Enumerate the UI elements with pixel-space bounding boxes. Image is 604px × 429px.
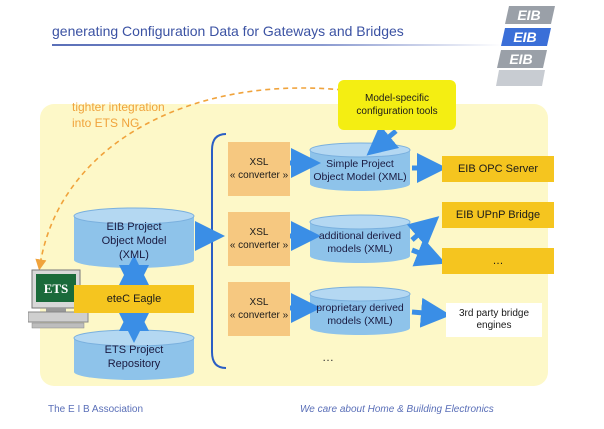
eib-object-model-line: EIB Project [106, 221, 162, 233]
integration-note-line: tighter integration [72, 100, 165, 114]
model-to-output-arrow [411, 297, 451, 328]
eib-object-model-line: (XML) [119, 249, 149, 261]
eib-logo: EIB EIB EIB [496, 6, 555, 86]
derived-model-cylinder [309, 214, 411, 263]
title-underline [52, 44, 502, 46]
config-tools-line: Model-specific [365, 93, 429, 104]
page-title: generating Configuration Data for Gatewa… [52, 23, 404, 39]
converter-label: « converter » [229, 310, 289, 321]
integration-note-line: into ETS NG [72, 116, 140, 130]
derived-model-label: additional derived models (XML) [310, 230, 410, 256]
logo-text: EIB [513, 29, 536, 45]
xsl-label: XSL [249, 227, 269, 238]
ets-repository-line: Repository [107, 358, 161, 370]
eib-object-model-line: Object Model [101, 235, 167, 247]
model-to-output-arrow [411, 238, 446, 267]
derived-model-line: models (XML) [327, 315, 393, 327]
derived-model-label: Simple Project Object Model (XML) [310, 158, 410, 184]
converter-label: « converter » [229, 240, 289, 251]
config-tools-box: Model-specific configuration tools [338, 80, 456, 130]
derived-model-line: Object Model (XML) [313, 171, 407, 183]
derived-model-line: proprietary derived [316, 302, 404, 314]
derived-model-line: additional derived [318, 230, 402, 242]
integration-note: tighter integration into ETS NG [72, 99, 165, 131]
footer-tagline: We care about Home & Building Electronic… [300, 404, 494, 415]
eib-object-model-label: EIB Project Object Model (XML) [74, 220, 194, 262]
logo-text: EIB [517, 7, 540, 23]
third-party-line: 3rd party bridge [458, 308, 530, 319]
xsl-converter-box: XSL « converter » [228, 282, 290, 336]
xsl-label: XSL [249, 297, 269, 308]
converter-bracket [211, 133, 227, 369]
ets-repository-line: ETS Project [104, 344, 164, 356]
eib-upnp-bridge-box: EIB UPnP Bridge [442, 202, 554, 228]
integration-arrow [35, 87, 361, 271]
ets-computer-icon: ETS [28, 269, 89, 329]
third-party-line: engines [476, 320, 512, 331]
ets-icon-label: ETS [44, 281, 69, 296]
footer-organization: The E I B Association [48, 404, 144, 415]
xsl-converter-box: XSL « converter » [228, 142, 290, 196]
more-models-ellipsis: … [322, 350, 334, 364]
third-party-engines-box: 3rd party bridge engines [446, 303, 542, 337]
model-to-output-arrow [406, 216, 440, 248]
converter-label: « converter » [229, 170, 289, 181]
ets-repository-label: ETS Project Repository [74, 343, 194, 371]
eib-opc-server-box: EIB OPC Server [442, 156, 554, 182]
tools-to-model-arrow [366, 124, 400, 156]
config-tools-line: configuration tools [356, 106, 438, 117]
xsl-converter-box: XSL « converter » [228, 212, 290, 266]
derived-model-cylinder [309, 286, 411, 335]
derived-model-line: models (XML) [327, 243, 393, 255]
derived-model-line: Simple Project [326, 158, 394, 170]
ets-repository-cylinder [73, 329, 195, 380]
derived-model-label: proprietary derived models (XML) [310, 302, 410, 328]
etec-eagle-box: eteC Eagle [74, 285, 194, 313]
xsl-label: XSL [249, 157, 269, 168]
more-outputs-box: … [442, 248, 554, 274]
logo-text: EIB [509, 51, 532, 67]
flow-arrows [195, 124, 451, 328]
